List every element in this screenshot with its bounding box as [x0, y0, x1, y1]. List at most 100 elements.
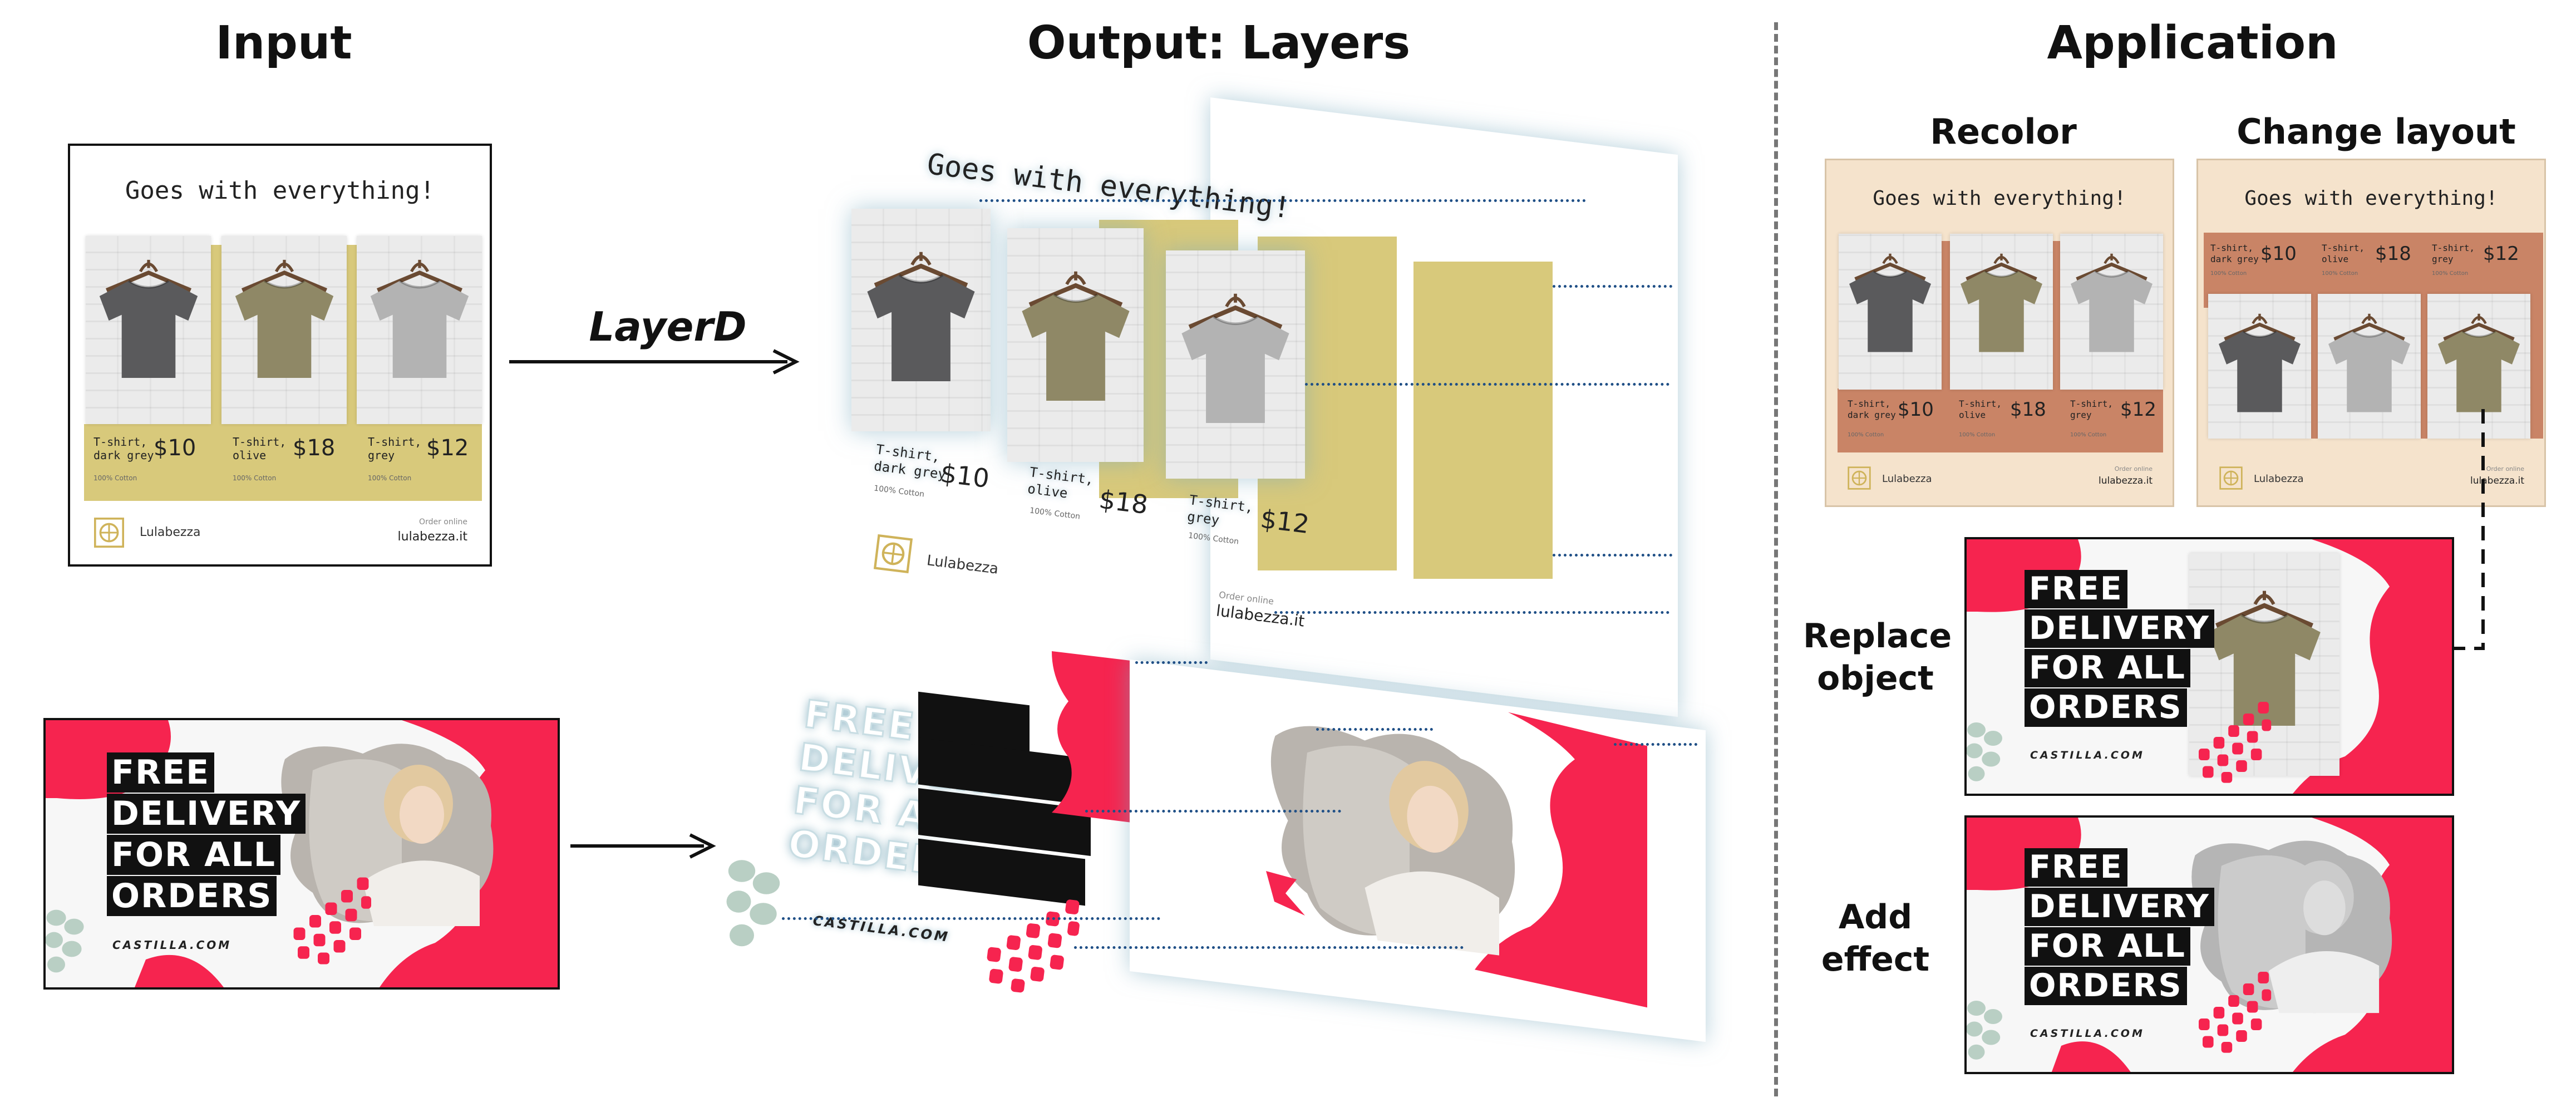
grey-tshirt-icon: [2321, 308, 2418, 419]
banner-domain: CASTILLA.COM: [2030, 749, 2145, 761]
layer-connector: [782, 917, 1160, 920]
layer-connector: [1305, 383, 1669, 386]
add-effect-label: Add effect: [1803, 896, 1948, 981]
green-blobs-icon: [1964, 990, 2006, 1068]
layer-photo: [851, 209, 991, 431]
product-photo: [86, 236, 211, 424]
product-photo: [1950, 234, 2053, 390]
grey-tshirt-icon: [2063, 248, 2160, 359]
poster-title: Goes with everything!: [2244, 187, 2498, 210]
banner-domain: CASTILLA.COM: [2030, 1027, 2145, 1040]
product-price: $12: [426, 435, 469, 461]
banner-arrow-icon: [570, 833, 716, 859]
product-note: 100% Cotton: [233, 474, 277, 482]
layer-woman-photo: [1269, 708, 1525, 973]
lulabezza-logo-icon: [2218, 465, 2244, 491]
product-name: T-shirt, olive: [233, 435, 287, 462]
layer-connector: [1135, 661, 1208, 664]
layer-product-note: 100% Cotton: [1029, 506, 1081, 521]
product-name: T-shirt, olive: [2322, 243, 2365, 264]
layer-pink-fragment: [1266, 871, 1305, 916]
layer-product-price: $12: [1259, 503, 1311, 540]
product-photo: [2208, 294, 2311, 439]
order-online-label: Order online: [2486, 465, 2524, 473]
label-line: Add: [1838, 898, 1913, 937]
banner-line: FREE: [2025, 570, 2127, 608]
pink-dots-pattern: [2195, 687, 2273, 787]
shop-url: lulabezza.it: [397, 530, 467, 544]
banner-line: FOR ALL: [107, 835, 280, 875]
banner-line: DELIVERY: [2025, 609, 2214, 648]
application-heading: Application: [2047, 17, 2338, 70]
poster-title: Goes with everything!: [125, 176, 435, 205]
layer-connector: [1614, 743, 1697, 746]
product-note: 100% Cotton: [1848, 432, 1884, 438]
poster-title: Goes with everything!: [1873, 187, 2126, 210]
banner-line: DELIVERY: [2025, 888, 2214, 926]
input-banner: FREE DELIVERY FOR ALL ORDERS CASTILLA.CO…: [43, 718, 560, 990]
banner-line: FREE: [2025, 848, 2127, 887]
olive-tshirt-icon: [1953, 248, 2050, 359]
product-name: T-shirt, grey: [2432, 243, 2475, 264]
banner-domain: CASTILLA.COM: [112, 938, 232, 952]
recolor-label: Recolor: [1930, 111, 2077, 152]
layer-logo-icon: [871, 532, 915, 575]
dark-tshirt-icon: [2211, 308, 2308, 419]
olive-tshirt-icon: [1012, 262, 1140, 412]
product-note: 100% Cotton: [1959, 432, 1996, 438]
layer-connector: [1553, 554, 1672, 557]
brand-name: Lulabezza: [2254, 473, 2304, 485]
product-photo: [2427, 294, 2530, 439]
section-divider: [1774, 22, 1778, 1096]
product-swatch: [357, 424, 482, 501]
replace-object-banner: FREE DELIVERY FOR ALL ORDERS CASTILLA.CO…: [1964, 537, 2454, 796]
banner-line: ORDERS: [107, 876, 277, 916]
order-online-label: Order online: [419, 518, 467, 527]
layer-connector: [979, 199, 1586, 202]
product-price: $18: [2375, 243, 2411, 265]
green-blobs-icon: [1964, 712, 2006, 790]
layer-green-blobs-icon: [723, 846, 785, 957]
layer-connector: [1274, 611, 1669, 614]
lulabezza-logo-icon: [92, 516, 126, 549]
banner-line: ORDERS: [2025, 967, 2187, 1005]
product-name: T-shirt, grey: [368, 435, 422, 462]
product-photo: [221, 236, 347, 424]
product-name: T-shirt, dark grey: [1848, 398, 1896, 420]
layer-product-price: $18: [1097, 484, 1150, 520]
product-note: 100% Cotton: [2210, 270, 2247, 277]
layer-swatch: [1413, 262, 1553, 579]
layer-product-note: 100% Cotton: [873, 484, 925, 499]
product-price: $18: [2010, 398, 2046, 421]
add-effect-banner: FREE DELIVERY FOR ALL ORDERS CASTILLA.CO…: [1964, 815, 2454, 1074]
layerd-label: LayerD: [589, 303, 747, 350]
label-line: effect: [1821, 940, 1930, 979]
layer-connector: [1316, 728, 1433, 731]
order-online-label: Order online: [2114, 465, 2153, 473]
green-blobs-icon: [43, 898, 87, 982]
brand-name: Lulabezza: [1882, 473, 1932, 485]
product-note: 100% Cotton: [2432, 270, 2469, 277]
product-price: $10: [1898, 398, 1934, 421]
banner-line: FREE: [107, 752, 215, 793]
replace-object-label: Replace object: [1803, 615, 1952, 700]
olive-tshirt-icon: [2430, 308, 2528, 419]
product-note: 100% Cotton: [2322, 270, 2358, 277]
product-price: $12: [2120, 398, 2156, 421]
layer-product-name: T-shirt, dark grey: [873, 441, 947, 483]
layer-connector: [1085, 810, 1341, 813]
product-photo: [357, 236, 482, 424]
brand-name: Lulabezza: [140, 525, 201, 539]
product-price: $12: [2483, 243, 2519, 265]
pink-dots-pattern: [2195, 957, 2273, 1057]
product-name: T-shirt, dark grey: [93, 435, 154, 462]
layer-brand-name: Lulabezza: [925, 552, 999, 578]
layer-product-price: $10: [939, 457, 991, 494]
layer-product-name: T-shirt, olive: [1026, 464, 1095, 501]
product-photo: [2060, 234, 2163, 390]
banner-line: ORDERS: [2025, 688, 2187, 727]
label-line: Replace: [1803, 617, 1952, 656]
layer-product-name: T-shirt, grey: [1186, 492, 1254, 528]
input-tshirt-poster: Goes with everything! T-shirt, dark grey…: [68, 144, 492, 567]
recolor-poster: Goes with everything! T-shirt, dark grey…: [1825, 159, 2174, 507]
